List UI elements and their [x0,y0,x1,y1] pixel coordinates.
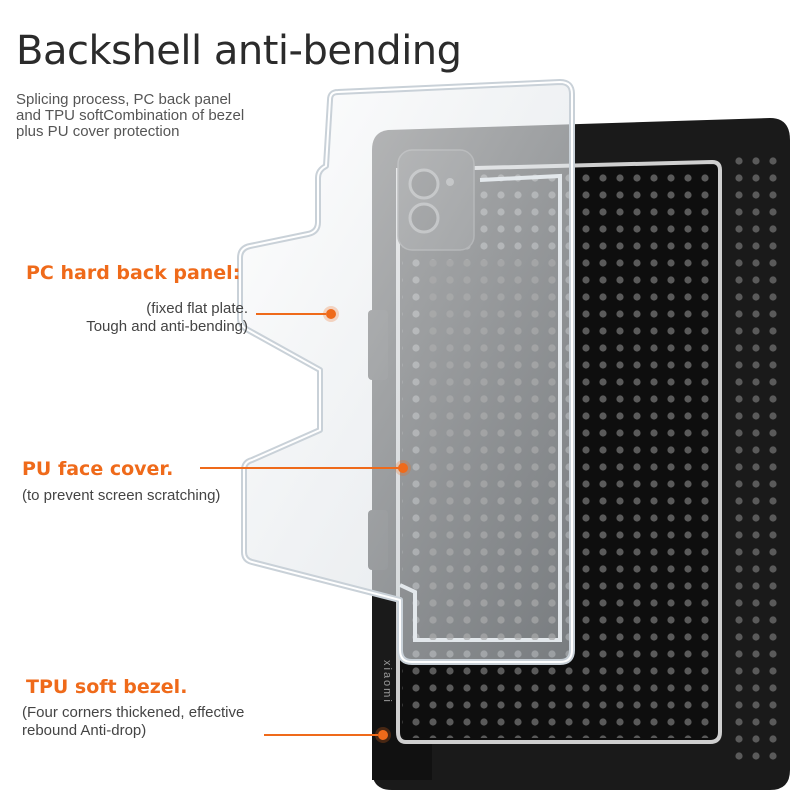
tpu-leader-line [264,734,378,736]
note-line: (to prevent screen scratching) [22,487,221,504]
bezel-dot-texture [730,150,785,760]
note-line: Tough and anti-bending) [86,318,248,335]
pc-leader-line [256,313,326,315]
pu-leader-line [200,467,400,469]
pu-marker-dot [398,463,408,473]
intro-line: Splicing process, PC back panel [16,91,232,108]
pc-panel-title: PC hard back panel: [26,262,241,284]
intro-line: and TPU softCombination of bezel [16,107,245,124]
intro-line: plus PU cover protection [16,123,180,140]
intro-text: Splicing process, PC back panel and TPU … [16,92,336,140]
pc-marker-dot [326,309,336,319]
pu-cover-title: PU face cover. [22,458,174,480]
tpu-marker-dot [378,730,388,740]
note-line: (fixed flat plate. [146,300,248,317]
clear-pc-shell [237,79,575,665]
pu-cover-note: (to prevent screen scratching) [22,487,220,505]
brand-text: xiaomi [381,660,393,704]
tpu-bezel-note: (Four corners thickened, effective rebou… [22,704,244,740]
tpu-bezel-title: TPU soft bezel. [26,676,188,698]
note-line: rebound Anti-drop) [22,722,147,739]
page-title: Backshell anti-bending [16,28,462,74]
note-line: (Four corners thickened, effective [22,704,245,721]
pc-panel-note: (fixed flat plate. Tough and anti-bendin… [38,300,248,336]
